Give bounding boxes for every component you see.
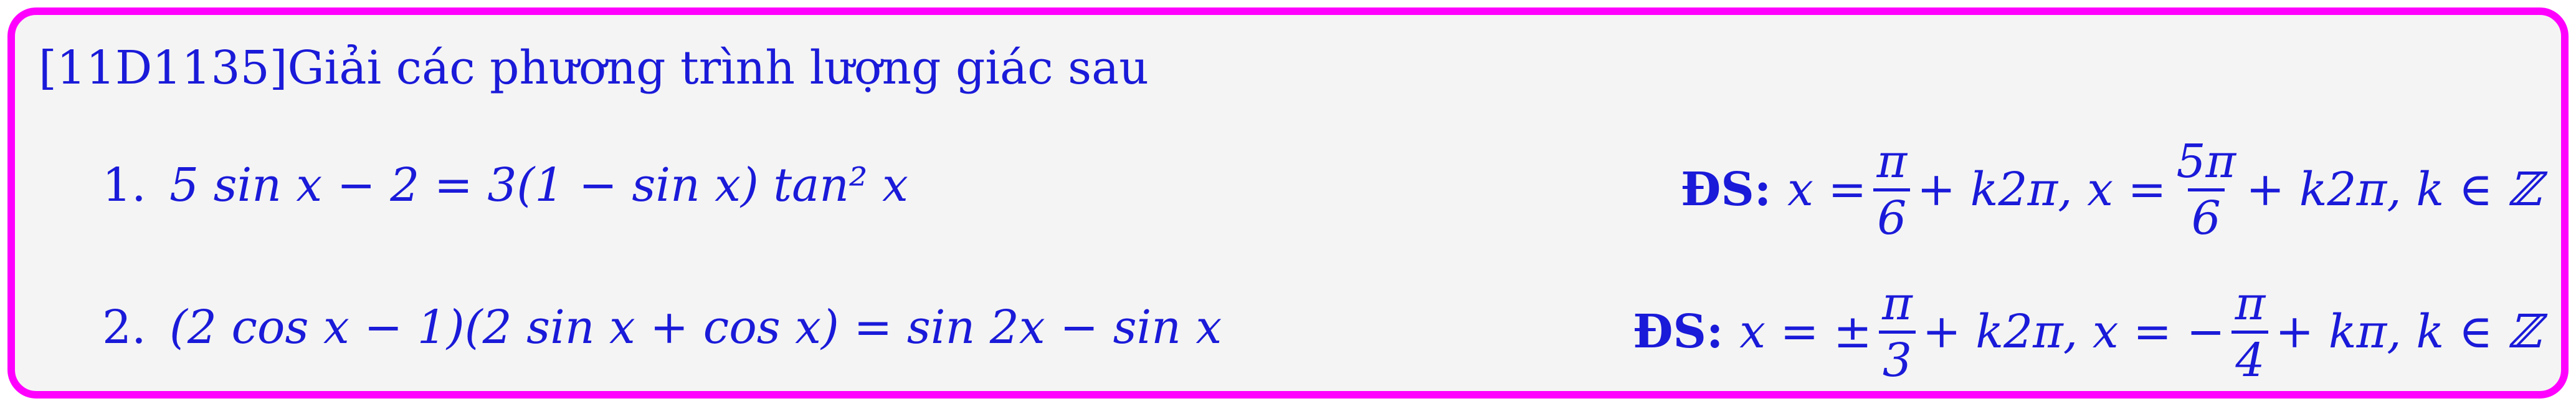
problem-box: [11D1135]Giải các phương trình lượng giá… (7, 7, 2569, 399)
answer-fraction-1: π 6 (1873, 138, 1911, 241)
problem-item-2: 2. (2 cos x − 1)(2 sin x + cos x) = sin … (15, 269, 2561, 394)
answer-label: ĐS: (1680, 163, 1772, 216)
fraction-numerator: π (2235, 276, 2266, 331)
answer-prefix: x = ± (1739, 305, 1873, 359)
answer-label: ĐS: (1632, 305, 1724, 359)
item-answer: ĐS: x = π 6 + k2π, x = 5π 6 + k2π, k ∈ ℤ (1681, 127, 2541, 252)
answer-suffix: + k2π, k ∈ ℤ (2246, 163, 2541, 216)
fraction-numerator: π (1876, 134, 1908, 188)
item-number: 1. (102, 158, 146, 212)
item-equation: 5 sin x − 2 = 3(1 − sin x) tan² x (169, 158, 908, 212)
answer-suffix: + kπ, k ∈ ℤ (2275, 305, 2541, 359)
fraction-denominator: 6 (2187, 188, 2225, 241)
problem-item-1: 1. 5 sin x − 2 = 3(1 − sin x) tan² x ĐS:… (15, 127, 2561, 252)
answer-fraction-1: π 3 (1878, 281, 1916, 384)
fraction-numerator: 5π (2176, 134, 2236, 188)
fraction-denominator: 6 (1873, 188, 1911, 241)
fraction-numerator: π (1882, 276, 1913, 331)
answer-prefix: x = (1787, 163, 1867, 216)
answer-middle: + k2π, x = (1917, 163, 2167, 216)
answer-middle: + k2π, x = − (1922, 305, 2225, 359)
problem-title: [11D1135]Giải các phương trình lượng giá… (39, 41, 1149, 95)
fraction-denominator: 4 (2231, 330, 2269, 384)
answer-fraction-2: 5π 6 (2172, 138, 2240, 241)
item-answer: ĐS: x = ± π 3 + k2π, x = − π 4 + kπ, k ∈… (1633, 269, 2541, 394)
fraction-denominator: 3 (1878, 330, 1916, 384)
answer-fraction-2: π 4 (2231, 281, 2269, 384)
item-equation: (2 cos x − 1)(2 sin x + cos x) = sin 2x … (169, 301, 1222, 354)
item-number: 2. (102, 301, 146, 354)
